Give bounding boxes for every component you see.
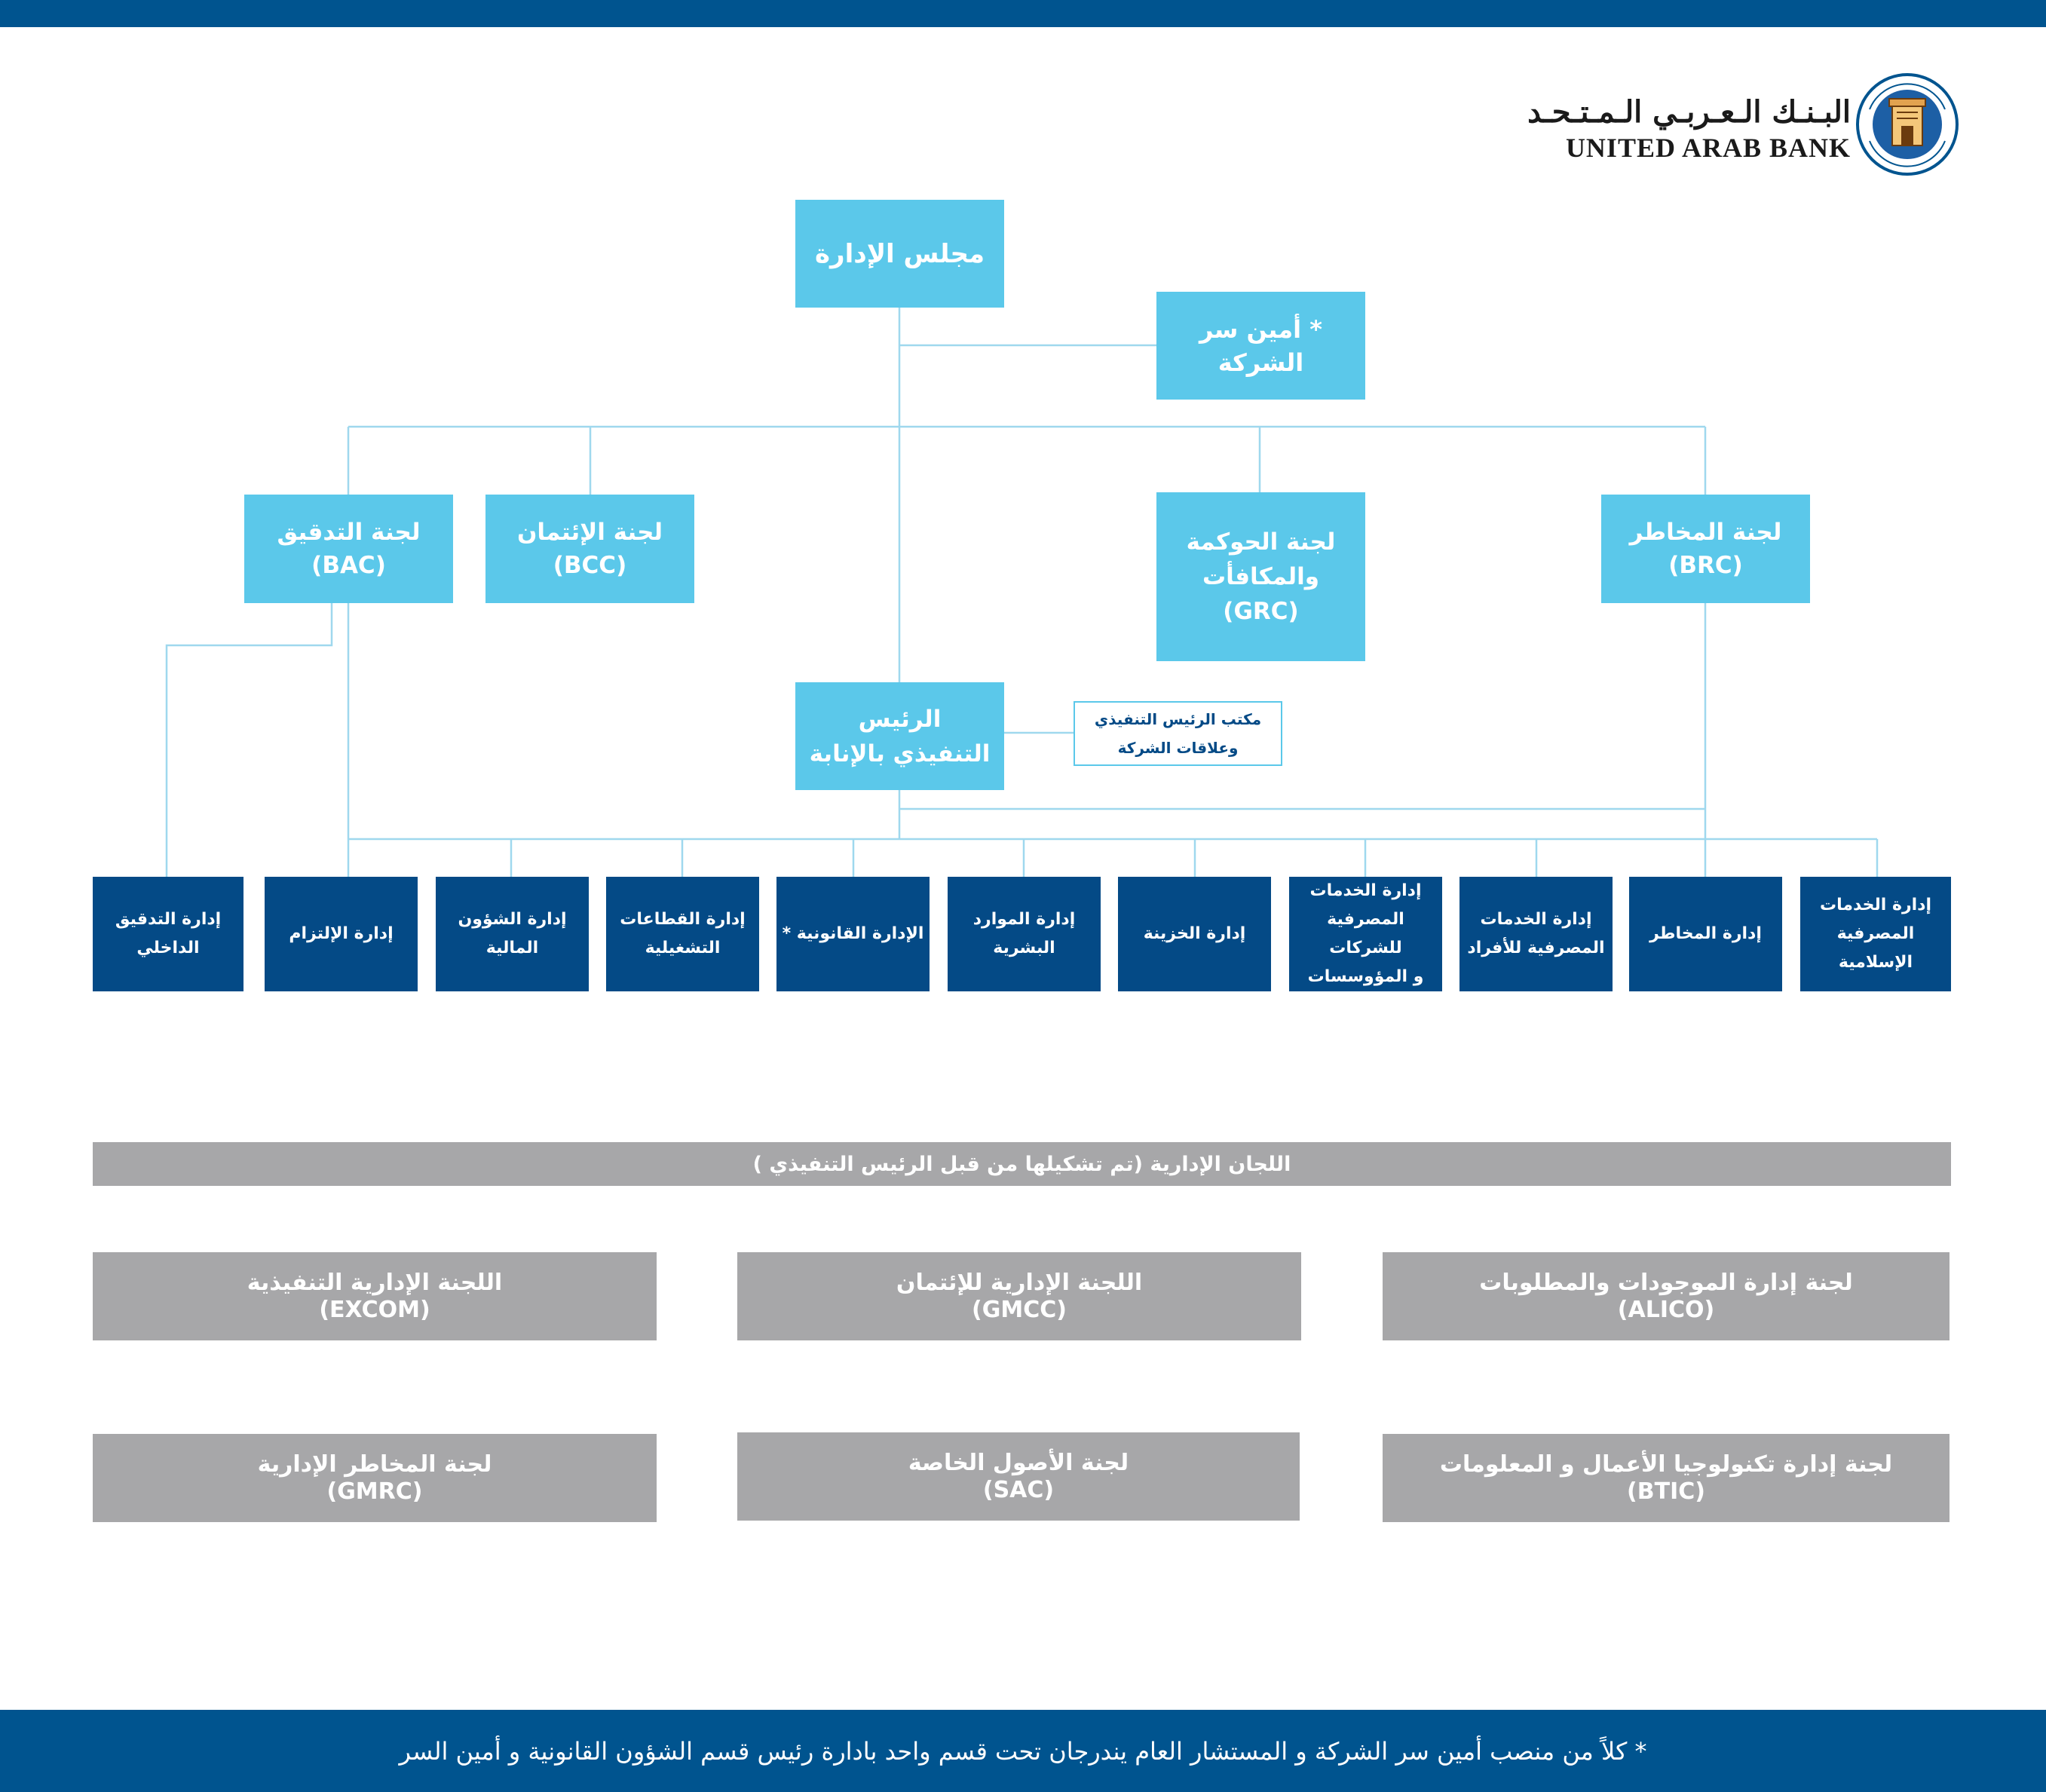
gmrc-box: لجنة المخاطر الإدارية (GMRC): [93, 1434, 657, 1522]
company-secretary-box: * أمين سر الشركة: [1156, 292, 1365, 400]
department-box-islamic-banking: إدارة الخدمات المصرفية الإسلامية: [1800, 877, 1951, 991]
department-box-compliance: إدارة الإلتزام: [265, 877, 418, 991]
department-box-retail-banking: إدارة الخدمات المصرفية للأفراد: [1459, 877, 1613, 991]
department-box-human-resources: إدارة الموارد البشرية: [948, 877, 1101, 991]
department-box-legal: الإدارة القانونية *: [776, 877, 930, 991]
audit-committee-box: لجنة التدقيق (BAC): [244, 495, 453, 603]
logo-english-name: UNITED ARAB BANK: [1565, 133, 1851, 163]
risk-committee-box: لجنة المخاطر (BRC): [1601, 495, 1810, 603]
logo-arabic-name: البـنـك الـعـربـي الـمـتـحـد: [1527, 94, 1851, 130]
gmcc-box: اللجنة الإدارية للإئتمان (GMCC): [737, 1252, 1301, 1340]
department-box-operations: إدارة القطاعات التشغيلية: [606, 877, 759, 991]
board-of-directors-box: مجلس الإدارة: [795, 200, 1004, 308]
sac-box: لجنة الأصول الخاصة (SAC): [737, 1432, 1300, 1521]
alico-box: لجنة إدارة الموجودات والمطلوبات (ALICO): [1383, 1252, 1950, 1340]
governance-committee-box: لجنة الحوكمة والمكافأت (GRC): [1156, 492, 1365, 661]
department-box-internal-audit: إدارة التدقيق الداخلي: [93, 877, 243, 991]
credit-committee-box: لجنة الإئتمان (BCC): [485, 495, 694, 603]
top-bar: [0, 0, 2046, 27]
management-committees-header: اللجان الإدارية (تم تشكيلها من قبل الرئي…: [93, 1142, 1951, 1186]
department-box-risk: إدارة المخاطر: [1629, 877, 1782, 991]
bottom-bar: [0, 1710, 2046, 1792]
excom-box: اللجنة الإدارية التنفيذية (EXCOM): [93, 1252, 657, 1340]
ceo-office-box: مكتب الرئيس التنفيذي وعلاقات الشركة: [1074, 701, 1282, 766]
footnote-text: * كلاً من منصب أمين سر الشركة و المستشار…: [399, 1736, 1647, 1766]
bank-emblem-icon: [1856, 73, 1959, 176]
btic-box: لجنة إدارة تكنولوجيا الأعمال و المعلومات…: [1383, 1434, 1950, 1522]
department-box-finance: إدارة الشؤون المالية: [436, 877, 589, 991]
bank-logo: البـنـك الـعـربـي الـمـتـحـد UNITED ARAB…: [1527, 72, 1960, 185]
department-box-corporate-banking: إدارة الخدمات المصرفية للشركات و المؤوسس…: [1289, 877, 1442, 991]
department-box-treasury: إدارة الخزينة: [1118, 877, 1271, 991]
acting-ceo-box: الرئيس التنفيذي بالإنابة: [795, 682, 1004, 790]
